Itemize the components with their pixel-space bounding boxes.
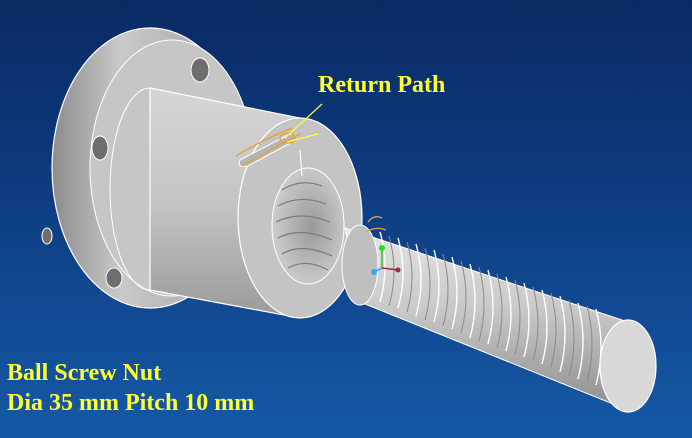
nut-body[interactable] — [109, 87, 363, 319]
shaft-end-face — [599, 319, 657, 413]
bolt-hole — [190, 57, 210, 83]
nut-bore — [271, 167, 345, 285]
return-path-label: Return Path — [318, 72, 446, 98]
bolt-hole — [41, 227, 53, 245]
caption-title: Ball Screw Nut — [7, 360, 162, 386]
axis-triad-icon — [371, 245, 401, 275]
return-path-highlight — [235, 127, 387, 233]
return-path-leader — [284, 103, 323, 143]
screw-shaft[interactable] — [341, 224, 657, 413]
bolt-hole — [105, 267, 123, 289]
bolt-hole — [91, 135, 109, 161]
caption-specs: Dia 35 mm Pitch 10 mm — [7, 390, 255, 416]
